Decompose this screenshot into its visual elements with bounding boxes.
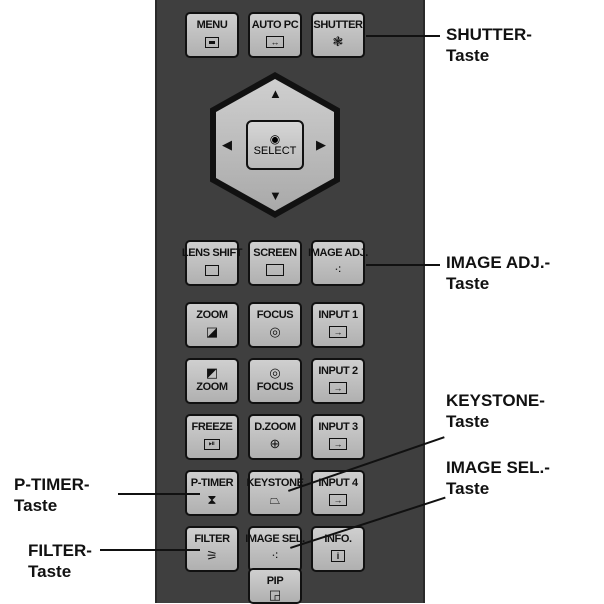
d-zoom-button-label: D.ZOOM [254, 421, 296, 433]
input2-button-label: INPUT 2 [318, 365, 357, 377]
keystone-icon: ⏢ [265, 492, 285, 508]
filter-icon: ⚞ [202, 548, 222, 564]
focus-near-button[interactable]: FOCUS ◎ [248, 302, 302, 348]
keystone-button[interactable]: KEYSTONE ⏢ [248, 470, 302, 516]
auto-pc-icon: ↔ [265, 34, 285, 50]
select-button-label: SELECT [254, 145, 297, 157]
input1-button[interactable]: INPUT 1 → [311, 302, 365, 348]
d-zoom-button[interactable]: D.ZOOM ⊕ [248, 414, 302, 460]
select-dot-icon: ◉ [270, 133, 280, 145]
focus-near-button-label: FOCUS [257, 309, 294, 321]
info-icon: i [328, 548, 348, 564]
zoom-out-icon: ◩ [202, 365, 222, 381]
arrow-up-icon[interactable]: ▲ [269, 86, 282, 101]
filter-button-label: FILTER [194, 533, 229, 545]
ptimer-callout-line [118, 493, 200, 495]
screen-icon [265, 262, 285, 278]
input1-button-label: INPUT 1 [318, 309, 357, 321]
hourglass-icon: ⧗ [202, 492, 222, 508]
menu-button[interactable]: MENU [185, 12, 239, 58]
focus-far-button-label: FOCUS [257, 381, 294, 393]
zoom-out-button-label: ZOOM [196, 381, 227, 393]
zoom-in-icon: ◪ [202, 324, 222, 340]
image-adj-callout: IMAGE ADJ.- Taste [446, 252, 550, 294]
shutter-callout: SHUTTER- Taste [446, 24, 532, 66]
menu-icon [202, 34, 222, 50]
freeze-button-label: FREEZE [192, 421, 233, 433]
lens-shift-button[interactable]: LENS SHIFT [185, 240, 239, 286]
input2-icon: → [328, 380, 348, 396]
filter-callout-line [100, 549, 200, 551]
shutter-icon: ❃ [328, 34, 348, 50]
image-sel-button[interactable]: IMAGE SEL. ⁖ [248, 526, 302, 572]
freeze-button[interactable]: FREEZE ⏯ [185, 414, 239, 460]
input3-icon: → [328, 436, 348, 452]
lens-shift-button-label: LENS SHIFT [182, 247, 242, 259]
screen-button[interactable]: SCREEN [248, 240, 302, 286]
image-sel-callout: IMAGE SEL.- Taste [446, 457, 550, 499]
pip-button[interactable]: PIP ◲ [248, 568, 302, 604]
image-adj-button[interactable]: IMAGE ADJ. ⁖ [311, 240, 365, 286]
image-sel-icon: ⁖ [265, 548, 285, 564]
input4-button[interactable]: INPUT 4 → [311, 470, 365, 516]
image-sel-button-label: IMAGE SEL. [245, 533, 305, 545]
magnifier-plus-icon: ⊕ [265, 436, 285, 452]
input1-icon: → [328, 324, 348, 340]
p-timer-button-label: P-TIMER [191, 477, 233, 489]
shutter-button-label: SHUTTER [313, 19, 362, 31]
select-button[interactable]: ◉ SELECT [246, 120, 304, 170]
freeze-icon: ⏯ [202, 436, 222, 452]
filter-callout: FILTER- Taste [28, 540, 92, 582]
image-adj-icon: ⁖ [328, 262, 348, 278]
focus-far-icon: ◎ [265, 365, 285, 381]
shutter-button[interactable]: SHUTTER ❃ [311, 12, 365, 58]
arrow-down-icon[interactable]: ▼ [269, 188, 282, 203]
menu-button-label: MENU [197, 19, 228, 31]
zoom-in-button[interactable]: ZOOM ◪ [185, 302, 239, 348]
arrow-left-icon[interactable]: ◀ [222, 137, 232, 153]
input3-button[interactable]: INPUT 3 → [311, 414, 365, 460]
shutter-callout-line [366, 35, 440, 37]
direction-pad: ▲ ▼ ◀ ▶ ◉ SELECT [210, 72, 340, 218]
pip-button-label: PIP [267, 575, 284, 587]
arrow-right-icon[interactable]: ▶ [316, 137, 326, 153]
input2-button[interactable]: INPUT 2 → [311, 358, 365, 404]
input3-button-label: INPUT 3 [318, 421, 357, 433]
input4-icon: → [328, 492, 348, 508]
auto-pc-button[interactable]: AUTO PC ↔ [248, 12, 302, 58]
ptimer-callout: P-TIMER- Taste [14, 474, 90, 516]
focus-far-button[interactable]: ◎ FOCUS [248, 358, 302, 404]
pip-icon: ◲ [265, 588, 285, 602]
focus-near-icon: ◎ [265, 324, 285, 340]
screen-button-label: SCREEN [253, 247, 296, 259]
lens-shift-icon [202, 262, 222, 278]
image-adj-callout-line [366, 264, 440, 266]
auto-pc-button-label: AUTO PC [252, 19, 299, 31]
zoom-in-button-label: ZOOM [196, 309, 227, 321]
keystone-callout: KEYSTONE- Taste [446, 390, 545, 432]
zoom-out-button[interactable]: ◩ ZOOM [185, 358, 239, 404]
image-adj-button-label: IMAGE ADJ. [308, 247, 368, 259]
